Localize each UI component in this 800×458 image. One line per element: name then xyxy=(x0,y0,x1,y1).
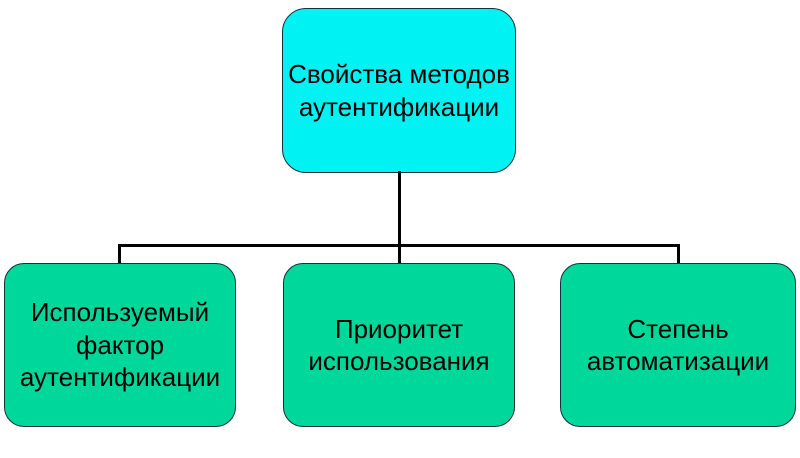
node-child-auth-factor-label: Используемый фактор аутентификации xyxy=(19,297,221,393)
node-child-usage-priority-label: Приоритет использования xyxy=(308,313,490,377)
node-root: Свойства методов аутентификации xyxy=(282,8,516,173)
node-child-automation-degree-label: Степень автоматизации xyxy=(586,313,770,377)
node-child-auth-factor: Используемый фактор аутентификации xyxy=(4,263,236,427)
node-child-automation-degree: Степень автоматизации xyxy=(560,263,796,427)
node-child-usage-priority: Приоритет использования xyxy=(283,263,515,427)
node-root-label: Свойства методов аутентификации xyxy=(288,59,510,122)
connector-drop-right xyxy=(677,244,680,263)
connector-horizontal-rail xyxy=(118,244,680,247)
connector-root-stem xyxy=(398,171,401,263)
connector-drop-left xyxy=(118,244,121,263)
